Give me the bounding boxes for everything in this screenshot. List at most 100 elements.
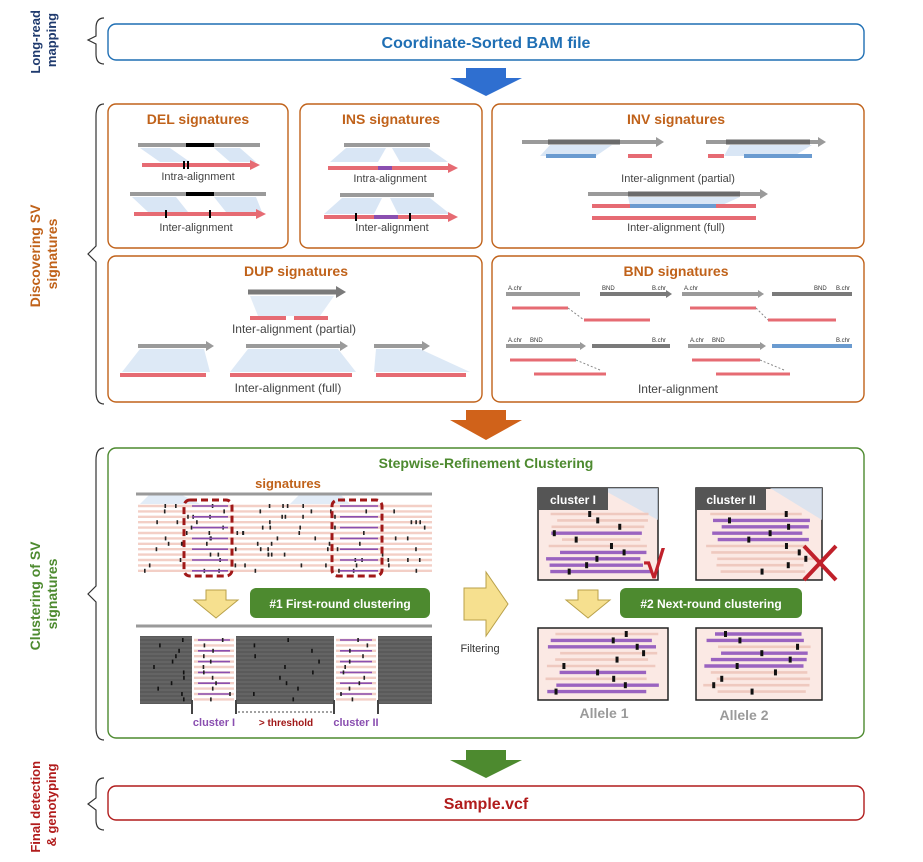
read-tick	[279, 675, 281, 680]
read-tick	[270, 552, 273, 557]
read-tick	[157, 686, 159, 691]
read-tick	[203, 670, 205, 675]
cluster-read-tick	[618, 523, 622, 530]
read-tick	[242, 531, 244, 535]
svg-text:Long-read mapping: Long-read mapping	[28, 6, 59, 73]
read-tick	[363, 531, 365, 535]
read-tick	[349, 648, 351, 653]
svg-text:Final detection & genoty: Final detection & genotyping	[28, 757, 59, 852]
input-box-label: Coordinate-Sorted BAM file	[382, 35, 591, 52]
read-tick	[221, 638, 224, 642]
read-tick	[269, 525, 272, 530]
cluster-read-tick	[612, 675, 616, 682]
arrow-down-yellow-1	[192, 589, 240, 619]
read-tick	[348, 686, 351, 691]
inv-label-partial: Inter-alignment (partial)	[621, 173, 735, 185]
allele-1-label: Allele 1	[579, 705, 628, 721]
check-icon: √	[644, 545, 665, 587]
read-tick	[211, 675, 214, 680]
bracket-final	[87, 777, 105, 831]
cluster-read-tick	[796, 643, 800, 650]
read-tick	[415, 568, 418, 573]
output-box	[107, 785, 865, 821]
read-tick	[259, 547, 262, 552]
read-tick	[176, 520, 179, 525]
signatures-label: signatures	[255, 476, 321, 491]
svg-text:Clustering of SV signatu: Clustering of SV signatures	[27, 538, 60, 651]
read-tick	[300, 563, 303, 568]
read-tick	[202, 665, 205, 669]
read-tick	[393, 509, 395, 514]
read-tick	[234, 547, 237, 552]
read-tick	[276, 536, 279, 541]
read-tick	[268, 504, 271, 508]
read-tick	[298, 531, 301, 535]
step1-label: #1 First-round clustering	[269, 597, 410, 611]
read-tick	[211, 686, 214, 691]
arrow-down-blue	[450, 68, 522, 96]
read-tick	[363, 675, 366, 680]
read-tick	[297, 686, 299, 691]
cluster-read-tick	[747, 536, 751, 543]
stage-label-clustering: Clustering of SV signatures	[27, 538, 60, 651]
cluster-read-tick	[642, 650, 646, 657]
cluster-read-tick	[788, 656, 792, 663]
cluster-read-tick	[760, 650, 764, 657]
read-tick	[267, 547, 269, 552]
stage-label-final: Final detection & genotyping	[28, 757, 59, 853]
read-tick	[415, 547, 417, 552]
threshold-label: > threshold	[259, 718, 313, 729]
read-tick	[312, 670, 314, 675]
read-tick	[355, 563, 358, 568]
read-tick	[175, 654, 177, 659]
read-tick	[203, 654, 205, 659]
dup-label-full: Inter-alignment (full)	[235, 381, 342, 395]
bnd-label-2: BND	[814, 286, 827, 292]
del-label-intra: Intra-alignment	[161, 171, 234, 183]
read-tick	[344, 665, 346, 669]
cluster-read-tick	[797, 549, 801, 556]
cluster-read-tick	[596, 517, 600, 524]
read-tick	[287, 638, 289, 642]
panel-dup: DUP signatures Inter-alignment (partial)…	[107, 255, 483, 403]
cluster-read-tick	[720, 675, 724, 682]
read-tick	[175, 504, 177, 508]
read-tick	[407, 558, 409, 562]
bnd-chr-b-2: B.chr	[836, 286, 850, 292]
read-tick	[302, 504, 304, 508]
allele-2-panel	[695, 627, 823, 701]
read-tick	[415, 520, 417, 525]
cluster-read-tick	[804, 555, 808, 562]
read-tick	[283, 552, 286, 557]
cluster-read-tick	[712, 682, 716, 689]
read-tick	[212, 648, 214, 653]
svg-text:Discovering SV signature: Discovering SV signatures	[27, 201, 60, 308]
read-tick	[217, 552, 220, 557]
read-tick	[183, 697, 185, 702]
read-tick	[334, 514, 336, 519]
allele-1-panel	[537, 627, 669, 701]
read-tick	[419, 520, 421, 525]
cluster-read-tick	[635, 643, 639, 650]
read-tick	[327, 547, 329, 552]
noise-block-3	[378, 636, 432, 704]
read-tick	[203, 643, 206, 648]
read-tick	[302, 514, 304, 519]
bnd-chr-b-3: B.chr	[652, 338, 666, 344]
read-tick	[187, 514, 189, 519]
cluster-read-tick	[567, 568, 571, 575]
clustering-title: Stepwise-Refinement Clustering	[379, 455, 594, 471]
read-tick	[190, 525, 193, 530]
read-tick	[196, 520, 198, 525]
read-tick	[256, 541, 259, 546]
read-tick	[410, 520, 413, 525]
cluster-2-panel: cluster II	[695, 487, 823, 581]
cluster-read-tick	[738, 637, 742, 644]
cluster-read-tick	[552, 530, 556, 537]
arrow-down-green	[450, 750, 522, 778]
read-tick	[155, 547, 158, 552]
bnd-label-inter: Inter-alignment	[638, 382, 719, 396]
read-tick	[388, 563, 390, 568]
bnd-chr-b-4: B.chr	[836, 338, 850, 344]
cluster-read-tick	[750, 688, 754, 695]
